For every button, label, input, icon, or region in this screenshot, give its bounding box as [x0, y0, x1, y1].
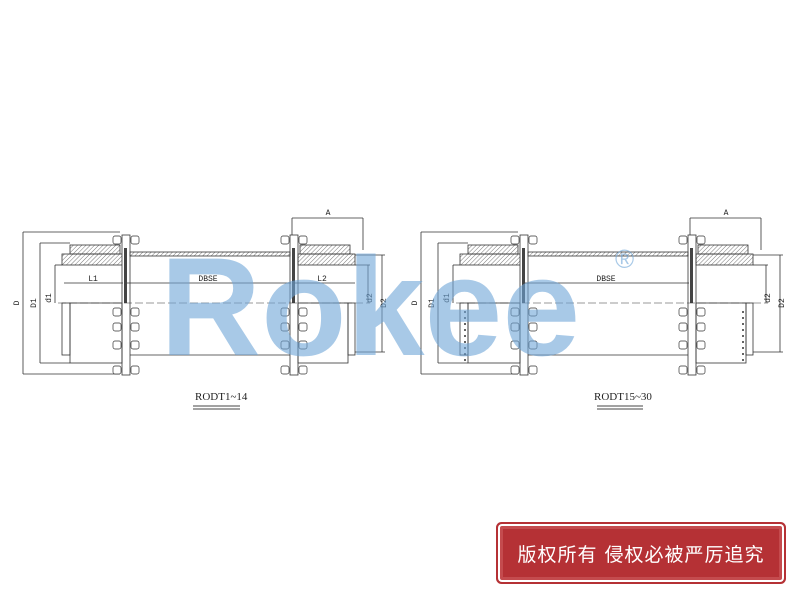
left-hub-section [61, 253, 124, 266]
rivet [742, 329, 744, 331]
bolt-icon [280, 340, 290, 350]
bolt-icon [280, 365, 290, 375]
label-D1: D1 [428, 298, 437, 308]
bolt-icon [696, 307, 706, 317]
watermark-logo-text: Rokee [160, 228, 580, 385]
bolt-icon [678, 322, 688, 332]
label-L2: L2 [317, 275, 327, 284]
watermark-registered-mark: ® [615, 244, 634, 274]
bolt-icon [130, 235, 140, 245]
left-disc-pack [124, 248, 127, 303]
rivet [464, 359, 466, 361]
spacer-tube-section [527, 251, 689, 257]
bolt-icon [112, 235, 122, 245]
bolt-icon [696, 322, 706, 332]
rivet [464, 311, 466, 313]
bolt-icon [298, 340, 308, 350]
label-A: A [724, 209, 729, 218]
bolt-icon [130, 307, 140, 317]
spacer-tube-section [129, 251, 291, 257]
label-A: A [326, 209, 331, 218]
bolt-icon [298, 322, 308, 332]
bolt-icon [528, 340, 538, 350]
left-sleeve-section [69, 244, 121, 255]
bolt-icon [528, 365, 538, 375]
label-DBSE: DBSE [198, 275, 217, 284]
rivet [742, 335, 744, 337]
rivet [464, 323, 466, 325]
right-shaft-end [745, 302, 754, 356]
copyright-text: 版权所有 侵权必被严厉追究 [517, 543, 765, 566]
bolt-icon [112, 340, 122, 350]
right-disc-pack [292, 248, 295, 303]
label-d2: d2 [764, 293, 773, 303]
bolt-icon [280, 235, 290, 245]
left-sleeve-section [467, 244, 519, 255]
rivet [742, 347, 744, 349]
rivet [464, 317, 466, 319]
caption-rodt15-30: RODT15~30 [594, 391, 652, 403]
label-D2: D2 [778, 298, 787, 308]
bolt-icon [130, 322, 140, 332]
bolt-icon [528, 322, 538, 332]
bolt-icon [510, 235, 520, 245]
bolt-icon [298, 307, 308, 317]
rivet [464, 335, 466, 337]
copyright-stamp: 版权所有 侵权必被严厉追究 [500, 526, 782, 580]
bolt-icon [130, 340, 140, 350]
bolt-icon [510, 340, 520, 350]
bolt-icon [298, 365, 308, 375]
label-L1: L1 [88, 275, 98, 284]
rivet [464, 353, 466, 355]
bolt-icon [510, 307, 520, 317]
right-hub-section [695, 253, 754, 266]
label-d2: d2 [366, 293, 375, 303]
rivet [464, 341, 466, 343]
rivet [742, 359, 744, 361]
bolt-icon [112, 365, 122, 375]
bolt-icon [112, 322, 122, 332]
right-sleeve-section [299, 244, 351, 255]
bolt-icon [112, 307, 122, 317]
rivet [464, 347, 466, 349]
label-D: D [411, 300, 420, 305]
bolt-icon [280, 307, 290, 317]
label-d1: d1 [45, 293, 54, 303]
caption-rodt1-14: RODT1~14 [195, 391, 248, 403]
bolt-icon [696, 235, 706, 245]
bolt-icon [130, 365, 140, 375]
bolt-icon [528, 307, 538, 317]
label-DBSE: DBSE [596, 275, 615, 284]
bolt-icon [510, 322, 520, 332]
bolt-icon [298, 235, 308, 245]
rivet [464, 329, 466, 331]
bolt-icon [696, 340, 706, 350]
bolt-icon [696, 365, 706, 375]
rivet [742, 341, 744, 343]
right-sleeve-section [697, 244, 749, 255]
bolt-icon [678, 365, 688, 375]
right-disc-pack [690, 248, 693, 303]
bolt-icon [280, 322, 290, 332]
left-disc-pack [522, 248, 525, 303]
rokee-watermark: Rokee ® [160, 228, 634, 385]
bolt-icon [678, 340, 688, 350]
label-D1: D1 [30, 298, 39, 308]
rivet [742, 311, 744, 313]
bolt-icon [528, 235, 538, 245]
rivet [742, 353, 744, 355]
label-D: D [13, 300, 22, 305]
rivet [742, 323, 744, 325]
rivet [742, 317, 744, 319]
bolt-icon [678, 307, 688, 317]
left-shaft-end [61, 302, 71, 356]
label-D2: D2 [380, 298, 389, 308]
bolt-icon [510, 365, 520, 375]
bolt-icon [678, 235, 688, 245]
label-d1: d1 [443, 293, 452, 303]
